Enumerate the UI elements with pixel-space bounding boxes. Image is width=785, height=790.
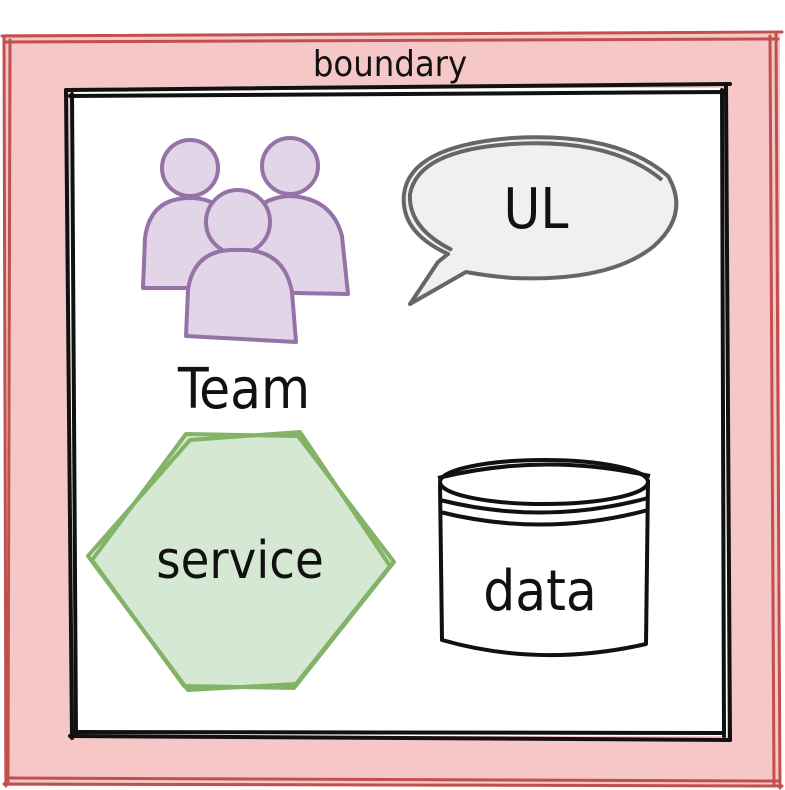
database-cylinder-icon bbox=[437, 458, 651, 658]
data-label: data bbox=[483, 559, 596, 624]
hexagon-icon bbox=[86, 430, 396, 692]
service-label: service bbox=[156, 531, 324, 591]
boundary-label: boundary bbox=[313, 44, 467, 85]
speech-bubble-icon bbox=[401, 135, 679, 306]
people-group-icon bbox=[141, 136, 350, 344]
ul-label: UL bbox=[504, 177, 569, 242]
team-label: Team bbox=[177, 357, 310, 422]
